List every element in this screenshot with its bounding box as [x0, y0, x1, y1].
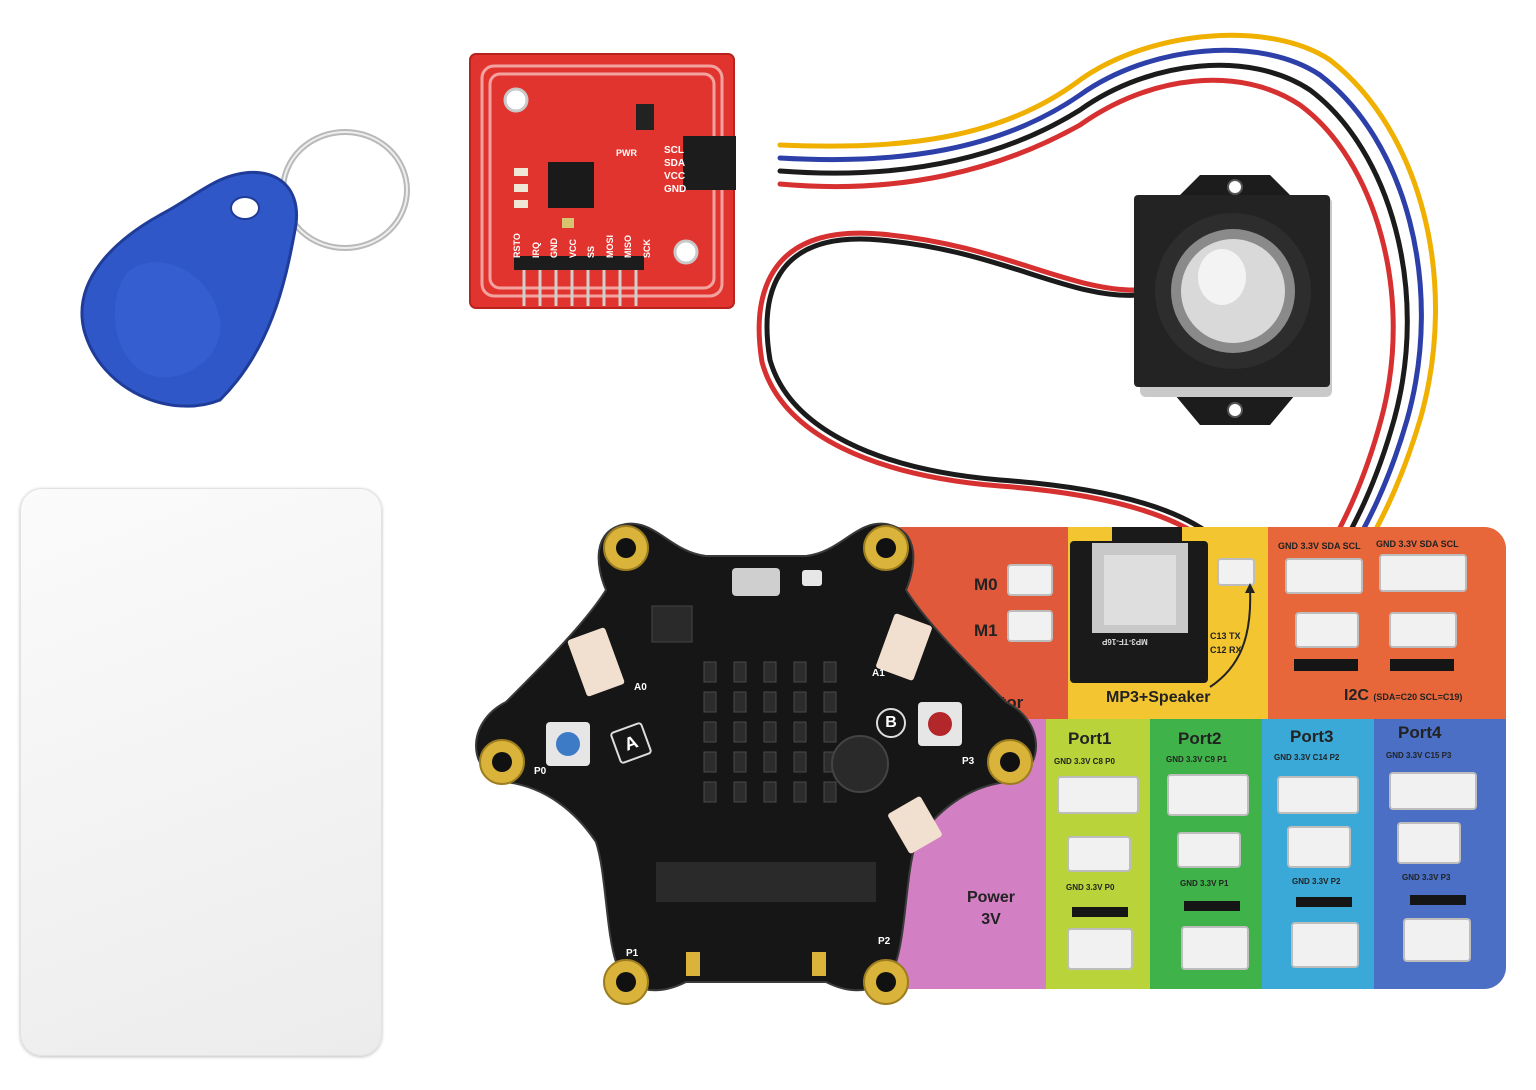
- pin-label-ss: SS: [586, 245, 597, 258]
- pin-label-sck: SCK: [641, 238, 652, 258]
- port4-title: Port4: [1398, 723, 1442, 742]
- pin-label-vcc-bottom: VCC: [567, 238, 578, 258]
- key-fob-illustration: [80, 129, 410, 408]
- motor-m0-label: M0: [974, 575, 998, 594]
- mp3-rx-label: C12 RX: [1210, 645, 1242, 655]
- port2-top-pins: GND 3.3V C9 P1: [1166, 755, 1227, 764]
- port3-top-pins: GND 3.3V C14 P2: [1274, 753, 1340, 762]
- pin-a0-label: A0: [634, 682, 647, 693]
- rfid-module: SCL SDA VCC GND PWR SCK MISO MOSI SS VCC…: [468, 52, 775, 310]
- motor-m1-label: M1: [974, 621, 998, 640]
- port3-title: Port3: [1290, 727, 1334, 746]
- i2c-title-text: I2C: [1344, 687, 1369, 704]
- button-b-label[interactable]: B: [876, 708, 906, 738]
- pin-p3-label: P3: [962, 756, 975, 767]
- port1-top-pins: GND 3.3V C8 P0: [1054, 757, 1115, 766]
- pwr-label: PWR: [616, 148, 637, 158]
- port1-title: Port1: [1068, 729, 1112, 748]
- power-label: Power 3V: [956, 887, 1026, 931]
- speaker: [1130, 165, 1340, 435]
- pin-label-mosi: MOSI: [604, 234, 615, 258]
- i2c-title: I2C (SDA=C20 SCL=C19): [1344, 687, 1462, 705]
- calliope-board-illustration: [475, 522, 1037, 1005]
- pin-label-gnd-bottom: GND: [549, 238, 560, 258]
- mp3-module-label: MP3-TF-16P: [1102, 637, 1148, 646]
- rfid-right-pin-labels: SCL SDA VCC GND: [664, 144, 686, 196]
- rfid-bottom-pin-labels: SCK MISO MOSI SS VCC GND IRQ RSTO: [512, 218, 652, 258]
- port4-top-pins: GND 3.3V C15 P3: [1386, 751, 1452, 760]
- pin-label-sda: SDA: [664, 158, 686, 169]
- key-fob-hole: [230, 196, 260, 220]
- calliope-mini-board: A B P0 P1 P2 P3 A0 A1 CALLIOPE mini: [466, 512, 1046, 1012]
- i2c-header2-label: GND 3.3V SDA SCL: [1376, 539, 1459, 549]
- key-fob-inset: [114, 262, 221, 378]
- speaker-wire-black: [764, 236, 1249, 579]
- rfid-key-fob: [70, 120, 420, 430]
- pin-p2-label: P2: [878, 936, 891, 947]
- i2c-header1-label: GND 3.3V SDA SCL: [1278, 541, 1361, 551]
- pin-label-rsto: RSTO: [512, 233, 522, 258]
- port1-bottom-pins: GND 3.3V P0: [1066, 883, 1115, 892]
- pin-label-irq: IRQ: [530, 241, 541, 258]
- rfid-module-board: [469, 53, 775, 309]
- wire-blue: [777, 47, 1424, 583]
- rfid-card: [20, 488, 382, 1056]
- pin-label-miso: MISO: [623, 234, 634, 258]
- i2c-subtitle: (SDA=C20 SCL=C19): [1373, 692, 1463, 702]
- speaker-illustration: [1134, 175, 1332, 425]
- pin-p0-label: P0: [534, 766, 547, 777]
- power-label-line1: Power: [966, 889, 1015, 906]
- mp3-title: MP3+Speaker: [1106, 689, 1211, 706]
- pin-p1-label: P1: [626, 948, 639, 959]
- mp3-tx-label: C13 TX: [1210, 631, 1241, 641]
- wire-black: [777, 62, 1410, 583]
- port4-bottom-pins: GND 3.3V P3: [1402, 873, 1451, 882]
- power-label-line2: 3V: [981, 911, 1001, 928]
- pin-label-vcc: VCC: [664, 171, 686, 182]
- port3-bottom-pins: GND 3.3V P2: [1292, 877, 1341, 886]
- pin-label-gnd: GND: [664, 184, 687, 195]
- wire-yellow: [777, 32, 1438, 583]
- speaker-wire-red: [756, 230, 1241, 579]
- port2-bottom-pins: GND 3.3V P1: [1180, 879, 1229, 888]
- port2-title: Port2: [1178, 729, 1222, 748]
- pin-a1-label: A1: [872, 668, 885, 679]
- wire-red: [777, 77, 1396, 583]
- pin-label-scl: SCL: [664, 145, 684, 156]
